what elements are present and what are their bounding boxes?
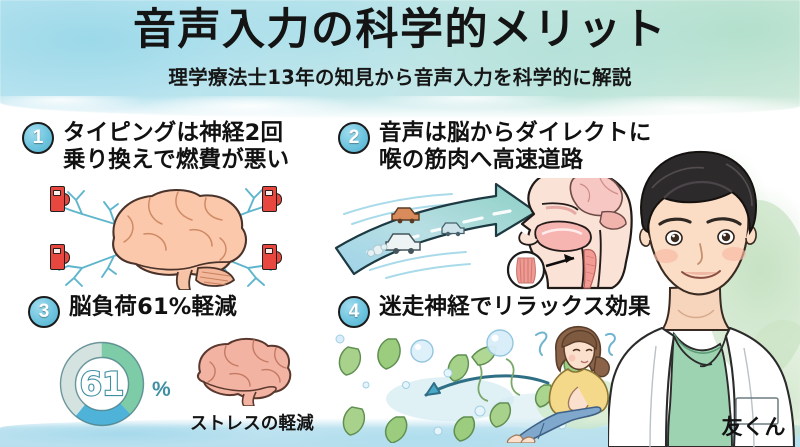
- bubble-icons: [335, 329, 567, 436]
- section-2-illustration: [330, 167, 660, 290]
- fuel-pump-icon-bottom-right: [262, 244, 282, 270]
- section-4-number-badge: 4: [338, 296, 370, 328]
- section-4-heading: 4 迷走神経でリラックス効果: [338, 294, 651, 328]
- section-3-heading: 3 脳負荷61%軽減: [28, 294, 237, 328]
- fuel-pump-icon-top-left: [50, 186, 70, 212]
- car-icon-3: [441, 222, 465, 237]
- title-block: 音声入力の科学的メリット 理学療法士13年の知見から音声入力を科学的に解説: [0, 5, 800, 90]
- donut-chart-svg: 61: [59, 341, 145, 427]
- section-1-heading: 1 タイピングは神経2回 乗り換えで燃費が悪い: [22, 120, 289, 175]
- fuel-pump-icon-bottom-left: [50, 244, 70, 270]
- section-4-illustration: [330, 325, 660, 445]
- section-2-heading: 2 音声は脳からダイレクトに 喉の筋肉へ高速道路: [338, 120, 651, 175]
- section-2-number-badge: 2: [338, 122, 370, 154]
- highway-and-throat-svg: [334, 167, 633, 290]
- small-brain-illustration: [196, 338, 292, 406]
- car-icon-2: [385, 233, 421, 254]
- donut-segment-blue: [60, 342, 144, 426]
- fuel-pump-icon-top-right: [262, 186, 282, 212]
- section-2-heading-text: 音声は脳からダイレクトに 喉の筋肉へ高速道路: [379, 120, 652, 174]
- section-1-illustration: [10, 182, 320, 291]
- author-signature: 友くん: [721, 415, 786, 439]
- muscle-closeup-circle: [506, 250, 546, 290]
- brain-load-donut-chart: 61: [54, 336, 150, 432]
- section-3-caption: ストレスの軽減: [190, 414, 314, 434]
- page-subtitle: 理学療法士13年の知見から音声入力を科学的に解説: [168, 66, 632, 90]
- exhaust-puff: [367, 243, 388, 257]
- section-3-illustration: 61 % ストレスの軽減: [12, 330, 322, 442]
- pointer-arrow: [545, 254, 575, 268]
- donut-center-value: 61: [80, 365, 125, 403]
- car-icon-1: [391, 207, 420, 224]
- donut-segment-green: [60, 342, 144, 426]
- donut-percent-symbol: %: [152, 378, 171, 401]
- section-3-heading-text: 脳負荷61%軽減: [69, 294, 237, 320]
- relaxing-woman-illustration: [506, 326, 610, 445]
- relaxation-scene-svg: [335, 326, 628, 445]
- section-1-number-badge: 1: [22, 122, 54, 154]
- page-title: 音声入力の科学的メリット: [133, 5, 667, 55]
- section-3-number-badge: 3: [28, 296, 60, 328]
- section-4-heading-text: 迷走神経でリラックス効果: [379, 294, 651, 320]
- section-1-heading-text: タイピングは神経2回 乗り換えで燃費が悪い: [63, 120, 290, 174]
- brain-neuron-svg: [58, 188, 272, 291]
